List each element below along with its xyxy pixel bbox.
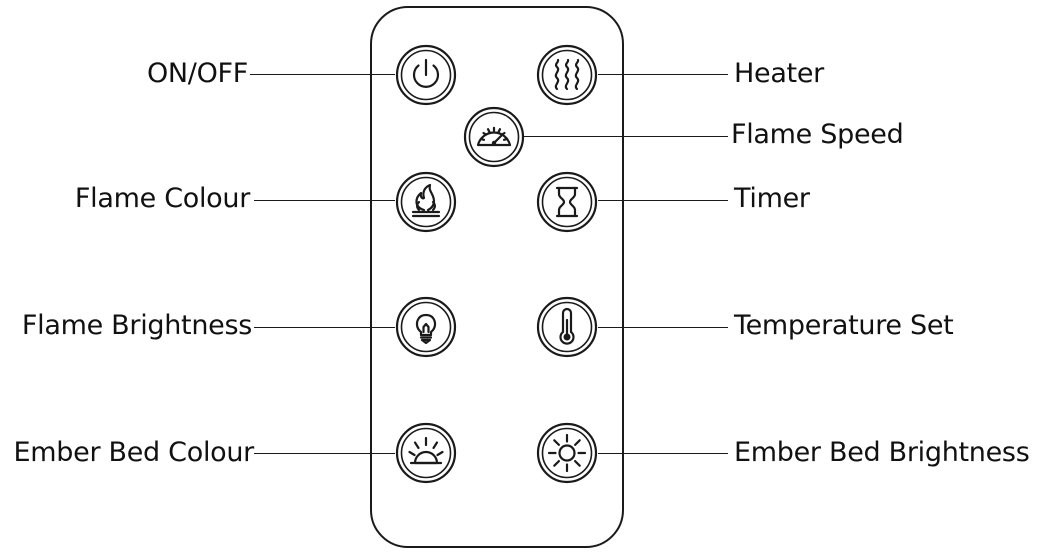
flame-speed-button[interactable]	[463, 106, 525, 168]
heater-button[interactable]	[536, 44, 598, 106]
ember-bed-colour-button[interactable]	[395, 422, 457, 484]
temperature-set-button[interactable]	[536, 296, 598, 358]
label-ember-bed-colour: Ember Bed Colour	[13, 437, 255, 468]
leader-line-flame-speed	[524, 136, 728, 137]
label-timer: Timer	[734, 183, 810, 214]
half-sun-icon	[395, 422, 457, 484]
hourglass-icon	[536, 171, 598, 233]
label-ember-bed-brightness: Ember Bed Brightness	[734, 437, 1030, 468]
leader-line-on-off	[250, 74, 395, 75]
timer-button[interactable]	[536, 171, 598, 233]
label-temperature-set: Temperature Set	[734, 310, 954, 341]
leader-line-ember-bed-brightness	[598, 453, 728, 454]
label-flame-speed: Flame Speed	[731, 119, 904, 150]
leader-line-flame-brightness	[254, 327, 395, 328]
speedometer-icon	[463, 106, 525, 168]
leader-line-ember-bed-colour	[254, 453, 395, 454]
power-icon	[395, 44, 457, 106]
ember-bed-brightness-button[interactable]	[536, 422, 598, 484]
label-flame-colour: Flame Colour	[74, 183, 250, 214]
flame-icon	[395, 171, 457, 233]
leader-line-flame-colour	[254, 200, 395, 201]
sun-icon	[536, 422, 598, 484]
label-heater: Heater	[734, 58, 824, 89]
flame-colour-button[interactable]	[395, 171, 457, 233]
flame-brightness-button[interactable]	[395, 296, 457, 358]
heat-waves-icon	[536, 44, 598, 106]
on-off-button[interactable]	[395, 44, 457, 106]
label-flame-brightness: Flame Brightness	[21, 310, 252, 341]
light-bulb-icon	[395, 296, 457, 358]
thermometer-icon	[536, 296, 598, 358]
label-on-off: ON/OFF	[146, 58, 248, 89]
leader-line-timer	[598, 200, 728, 201]
leader-line-heater	[598, 74, 728, 75]
leader-line-temperature-set	[598, 327, 728, 328]
